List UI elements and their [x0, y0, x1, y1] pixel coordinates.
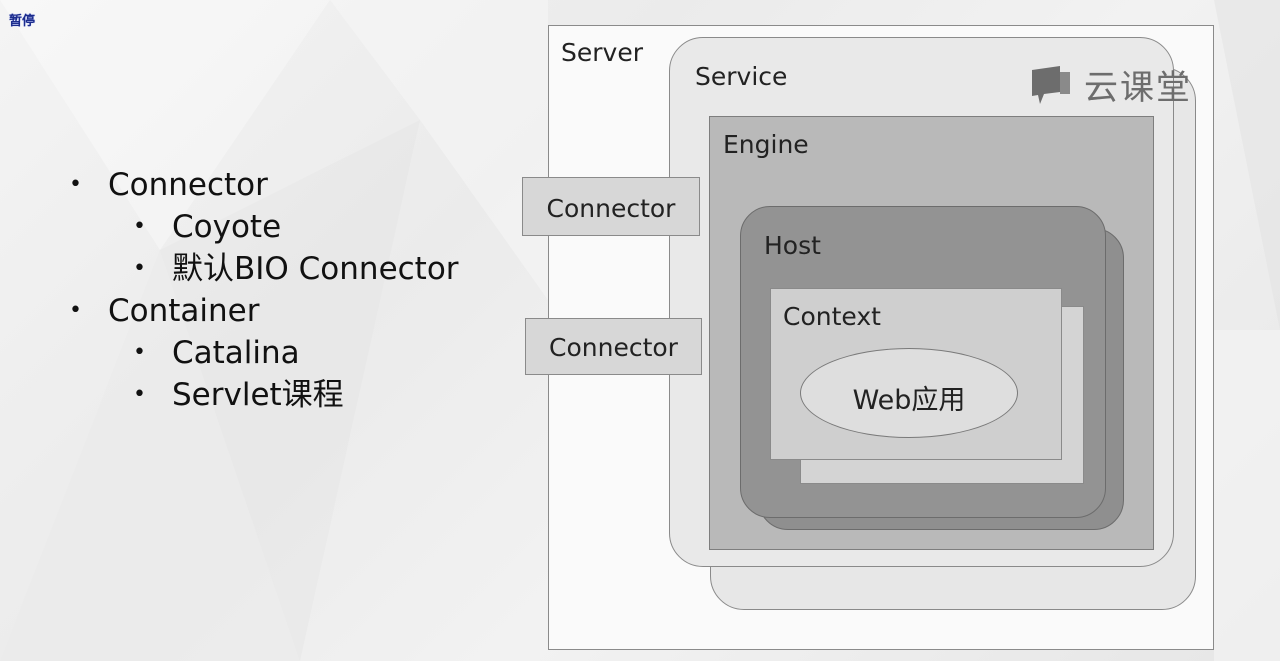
bullet-dot: • — [69, 298, 82, 323]
logo: 云课堂 — [1030, 60, 1192, 109]
bullet-label: Connector — [108, 167, 268, 203]
connector-box-bottom — [525, 318, 702, 375]
connector-bottom-label: Connector — [549, 333, 678, 362]
bullet-label: 默认BIO Connector — [172, 251, 459, 287]
host-label: Host — [764, 231, 821, 260]
bullet-dot: • — [133, 256, 146, 281]
bullet-catalina: • Catalina — [66, 332, 459, 374]
pause-badge[interactable]: 暂停 — [9, 14, 36, 29]
speech-bubble-icon — [1032, 65, 1070, 104]
bullet-dot: • — [133, 214, 146, 239]
connector-top-label: Connector — [546, 194, 676, 223]
bullet-dot: • — [69, 172, 82, 197]
service-label: Service — [695, 62, 788, 91]
bullet-label: Container — [108, 293, 260, 329]
bullet-dot: • — [133, 340, 146, 365]
bullet-container: • Container — [66, 290, 459, 332]
bullet-bio-connector: • 默认BIO Connector — [66, 248, 459, 290]
bullet-label: Servlet课程 — [172, 377, 344, 413]
bullet-dot: • — [133, 382, 146, 407]
server-label: Server — [561, 38, 643, 67]
bullet-coyote: • Coyote — [66, 206, 459, 248]
bullet-list: • Connector • Coyote • 默认BIO Connector • Con… — [66, 164, 459, 416]
bullet-label: Coyote — [172, 209, 282, 245]
bullet-label: Catalina — [172, 335, 300, 371]
context-label: Context — [783, 302, 881, 331]
bullet-connector: • Connector — [66, 164, 459, 206]
connector-box-top — [522, 177, 700, 236]
webapp-ellipse — [800, 348, 1018, 438]
logo-text: 云课堂 — [1084, 68, 1192, 108]
bullet-servlet: • Servlet课程 — [66, 374, 459, 416]
webapp-label: Web应用 — [852, 385, 966, 416]
engine-label: Engine — [723, 130, 809, 159]
